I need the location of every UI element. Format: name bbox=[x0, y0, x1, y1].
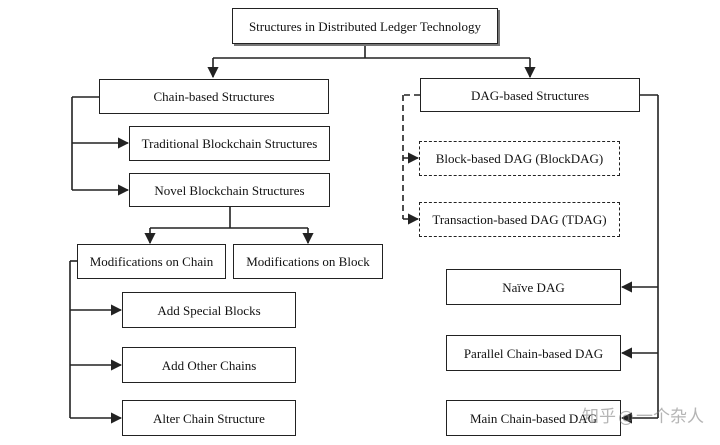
watermark-handle: 一个杂人 bbox=[636, 407, 704, 427]
add-other-chains-node: Add Other Chains bbox=[122, 347, 296, 383]
main-chain-dag-node: Main Chain-based DAG bbox=[446, 400, 621, 436]
naive-dag-node: Naïve DAG bbox=[446, 269, 621, 305]
root-node: Structures in Distributed Ledger Technol… bbox=[232, 8, 498, 44]
chain-based-node: Chain-based Structures bbox=[99, 79, 329, 114]
add-special-blocks-node: Add Special Blocks bbox=[122, 292, 296, 328]
dag-based-node: DAG-based Structures bbox=[420, 78, 640, 112]
modifications-on-chain-node: Modifications on Chain bbox=[77, 244, 226, 279]
zhihu-watermark: 知乎@一个杂人 bbox=[582, 402, 704, 427]
at-icon: @ bbox=[618, 407, 634, 426]
watermark-brand: 知乎 bbox=[582, 407, 616, 427]
alter-chain-structure-node: Alter Chain Structure bbox=[122, 400, 296, 436]
traditional-blockchain-node: Traditional Blockchain Structures bbox=[129, 126, 330, 161]
novel-blockchain-node: Novel Blockchain Structures bbox=[129, 173, 330, 207]
tdag-node: Transaction-based DAG (TDAG) bbox=[419, 202, 620, 237]
parallel-chain-dag-node: Parallel Chain-based DAG bbox=[446, 335, 621, 371]
blockdag-node: Block-based DAG (BlockDAG) bbox=[419, 141, 620, 176]
modifications-on-block-node: Modifications on Block bbox=[233, 244, 383, 279]
